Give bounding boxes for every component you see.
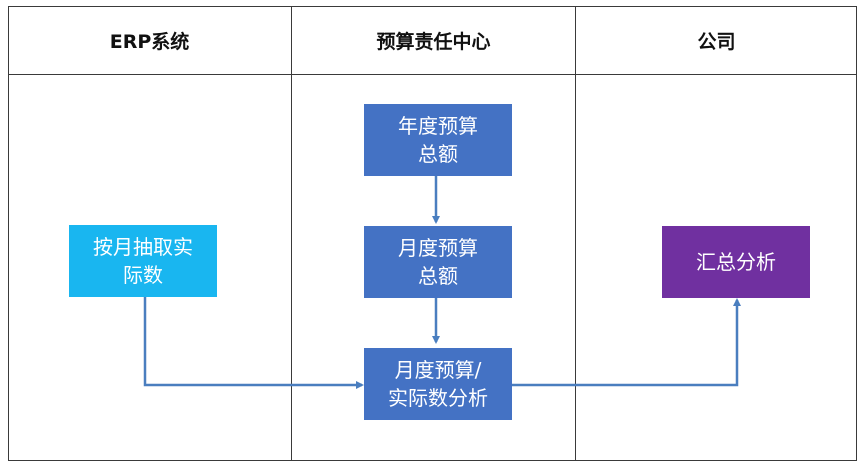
node-extract-actuals: 按月抽取实 际数 [69,225,217,297]
lane-title-erp: ERP系统 [109,30,190,53]
lane-divider-2 [575,6,576,461]
node-extract-actuals-line2: 际数 [123,263,163,287]
node-summary-analysis-label: 汇总分析 [696,250,776,274]
node-monthly-budget-line2: 总额 [418,264,458,288]
node-budget-vs-actual: 月度预算/ 实际数分析 [364,348,512,420]
node-monthly-budget: 月度预算 总额 [364,226,512,298]
node-summary-analysis: 汇总分析 [662,226,810,298]
arrow-analysis-to-summary [511,298,741,387]
lane-divider-1 [291,6,292,461]
lane-title-budget-center: 预算责任中心 [376,30,491,53]
swimlane-frame [8,6,857,461]
node-monthly-budget-line1: 月度预算 [398,236,478,260]
node-budget-vs-actual-line2: 实际数分析 [388,386,488,410]
node-annual-budget-line1: 年度预算 [398,114,478,138]
node-extract-actuals-line1: 按月抽取实 [93,235,193,259]
node-annual-budget-line2: 总额 [418,142,458,166]
lane-title-company: 公司 [697,30,736,53]
node-budget-vs-actual-line1: 月度预算/ [394,358,482,382]
arrow-extract-to-analysis [143,297,364,389]
node-annual-budget: 年度预算 总额 [364,104,512,176]
header-divider [8,74,857,75]
